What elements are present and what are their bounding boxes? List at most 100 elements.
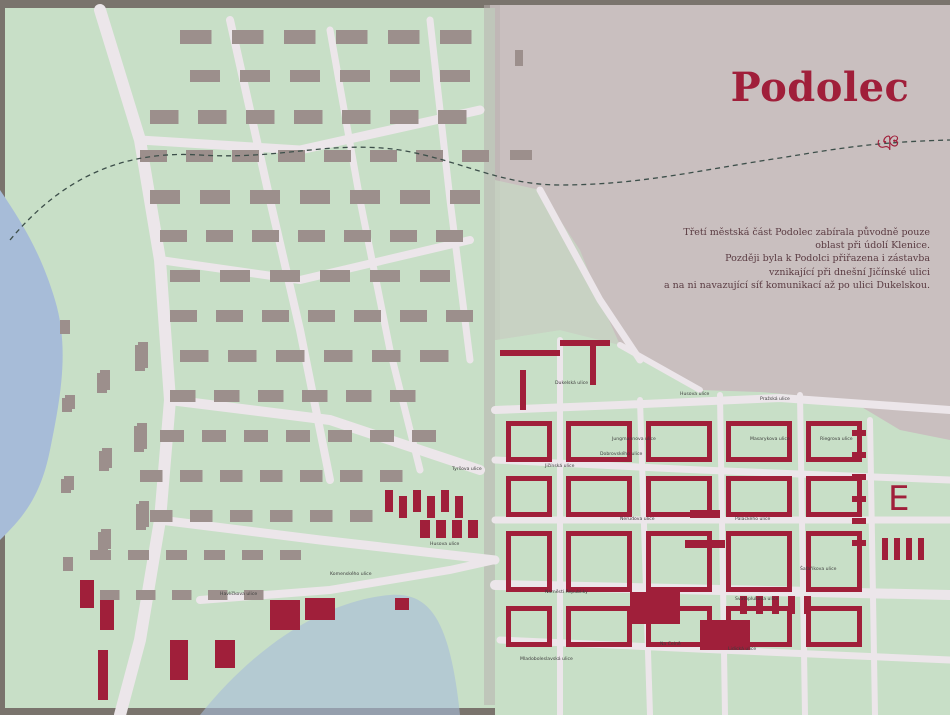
new-building bbox=[500, 350, 560, 356]
new-building bbox=[520, 370, 526, 410]
new-building bbox=[506, 457, 552, 462]
new-building bbox=[726, 457, 792, 462]
new-building bbox=[806, 606, 811, 647]
new-building bbox=[857, 606, 862, 647]
street-label: Pražská ulice bbox=[760, 395, 790, 402]
new-building bbox=[726, 421, 731, 462]
new-building bbox=[627, 476, 632, 517]
old-building bbox=[100, 590, 120, 600]
old-building bbox=[65, 395, 75, 409]
new-building bbox=[726, 476, 731, 517]
new-building bbox=[506, 587, 552, 592]
old-building bbox=[370, 430, 394, 442]
old-building bbox=[515, 50, 523, 66]
old-building bbox=[186, 150, 213, 162]
old-building bbox=[242, 550, 263, 560]
street-label: Palackého ulice bbox=[735, 515, 770, 522]
new-building bbox=[441, 490, 449, 512]
description-line: Později byla k Podolci přiřazena i zásta… bbox=[725, 253, 930, 265]
new-building bbox=[547, 606, 552, 647]
street-label: Tyršova ulice bbox=[451, 465, 482, 472]
new-building bbox=[772, 596, 779, 614]
street-label: Komenského ulice bbox=[330, 570, 372, 577]
old-building bbox=[252, 230, 279, 242]
new-building bbox=[857, 421, 862, 462]
new-building bbox=[882, 538, 888, 560]
new-building bbox=[436, 520, 446, 538]
description: Třetí městská část Podolec zabírala půvo… bbox=[640, 226, 930, 292]
old-building bbox=[370, 270, 400, 282]
old-building bbox=[170, 390, 196, 402]
old-building bbox=[412, 430, 436, 442]
old-building bbox=[160, 430, 184, 442]
new-building bbox=[506, 606, 511, 647]
old-building bbox=[198, 110, 227, 124]
old-building bbox=[150, 110, 179, 124]
old-building bbox=[190, 70, 220, 82]
new-building bbox=[806, 457, 862, 462]
new-building bbox=[806, 476, 811, 517]
old-building bbox=[390, 70, 420, 82]
new-building bbox=[455, 496, 463, 518]
river-west bbox=[0, 190, 63, 540]
new-building bbox=[566, 476, 571, 517]
old-building bbox=[328, 430, 352, 442]
old-building bbox=[90, 550, 111, 560]
old-building bbox=[166, 550, 187, 560]
new-building bbox=[646, 457, 712, 462]
new-building bbox=[787, 421, 792, 462]
new-building bbox=[385, 490, 393, 512]
new-building bbox=[399, 496, 407, 518]
new-building bbox=[547, 421, 552, 462]
new-building bbox=[98, 650, 108, 700]
new-building bbox=[566, 587, 632, 592]
new-building bbox=[427, 496, 435, 518]
old-building bbox=[232, 30, 264, 44]
new-building bbox=[170, 640, 188, 680]
new-building bbox=[740, 596, 747, 614]
old-building bbox=[462, 150, 489, 162]
new-building bbox=[646, 421, 712, 426]
new-building bbox=[590, 345, 596, 385]
new-building bbox=[852, 430, 866, 436]
old-building bbox=[128, 550, 149, 560]
new-building bbox=[627, 421, 632, 462]
old-building bbox=[244, 590, 264, 600]
old-building bbox=[280, 550, 301, 560]
old-building bbox=[258, 390, 284, 402]
new-building bbox=[806, 642, 862, 647]
new-building bbox=[566, 531, 571, 592]
new-building bbox=[506, 421, 552, 426]
street-labels: Dukelská ulice Jičínská ulice Dobrovskéh… bbox=[220, 379, 853, 662]
new-building bbox=[726, 642, 792, 647]
page-title: Podolec bbox=[730, 64, 910, 111]
new-building bbox=[726, 531, 792, 536]
new-building bbox=[646, 531, 712, 536]
old-building bbox=[180, 350, 209, 362]
old-building bbox=[390, 110, 419, 124]
old-building bbox=[270, 270, 300, 282]
new-building bbox=[100, 600, 114, 630]
new-building bbox=[707, 476, 712, 517]
old-building bbox=[64, 476, 74, 490]
old-building bbox=[350, 510, 373, 522]
new-building bbox=[627, 606, 632, 647]
new-building bbox=[646, 512, 712, 517]
old-building bbox=[510, 150, 532, 160]
old-building bbox=[246, 110, 275, 124]
description-line: oblast při údolí Klenice. bbox=[815, 240, 930, 252]
old-building bbox=[344, 230, 371, 242]
old-building bbox=[294, 110, 323, 124]
new-building bbox=[270, 600, 300, 630]
new-building bbox=[506, 476, 552, 481]
new-building bbox=[420, 520, 430, 538]
old-building bbox=[102, 448, 112, 468]
new-building bbox=[566, 606, 571, 647]
new-building bbox=[806, 606, 862, 611]
old-building bbox=[240, 70, 270, 82]
new-building bbox=[80, 580, 94, 608]
new-building bbox=[806, 531, 862, 536]
new-building bbox=[566, 457, 632, 462]
new-building bbox=[852, 540, 866, 546]
old-building bbox=[284, 30, 316, 44]
